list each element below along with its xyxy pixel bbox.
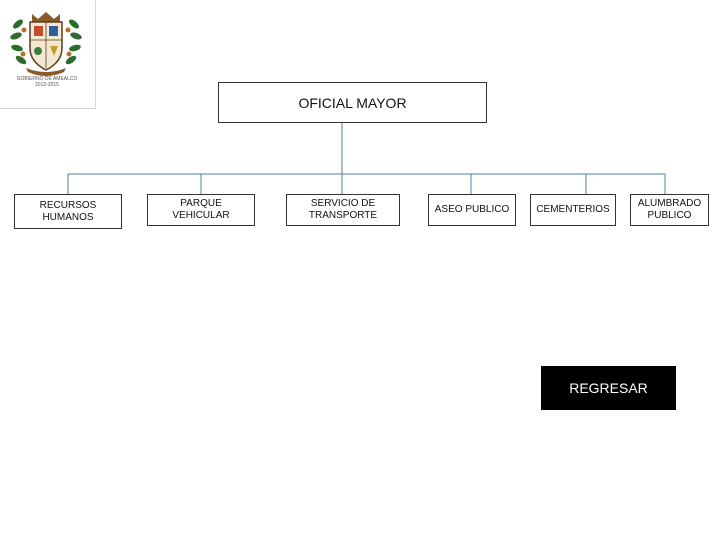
org-node-oficial-mayor: OFICIAL MAYOR (218, 82, 487, 123)
org-node-aseo-publico: ASEO PUBLICO (428, 194, 516, 226)
org-node-cementerios: CEMENTERIOS (530, 194, 616, 226)
logo-caption-line1: GOBIERNO DE AMEALCO (16, 76, 78, 82)
org-node-recursos-humanos: RECURSOS HUMANOS (14, 194, 122, 229)
logo-caption: GOBIERNO DE AMEALCO 2012-2015 (6, 76, 88, 88)
regresar-button[interactable]: REGRESAR (541, 366, 676, 410)
org-node-parque-vehicular: PARQUE VEHICULAR (147, 194, 255, 226)
org-node-alumbrado-publico: ALUMBRADO PUBLICO (630, 194, 709, 226)
logo-panel: GOBIERNO DE AMEALCO 2012-2015 (0, 0, 96, 109)
org-node-servicio-de-transporte: SERVICIO DE TRANSPORTE (286, 194, 400, 226)
coat-of-arms-logo (10, 12, 82, 76)
logo-caption-line2: 2012-2015 (35, 82, 59, 88)
